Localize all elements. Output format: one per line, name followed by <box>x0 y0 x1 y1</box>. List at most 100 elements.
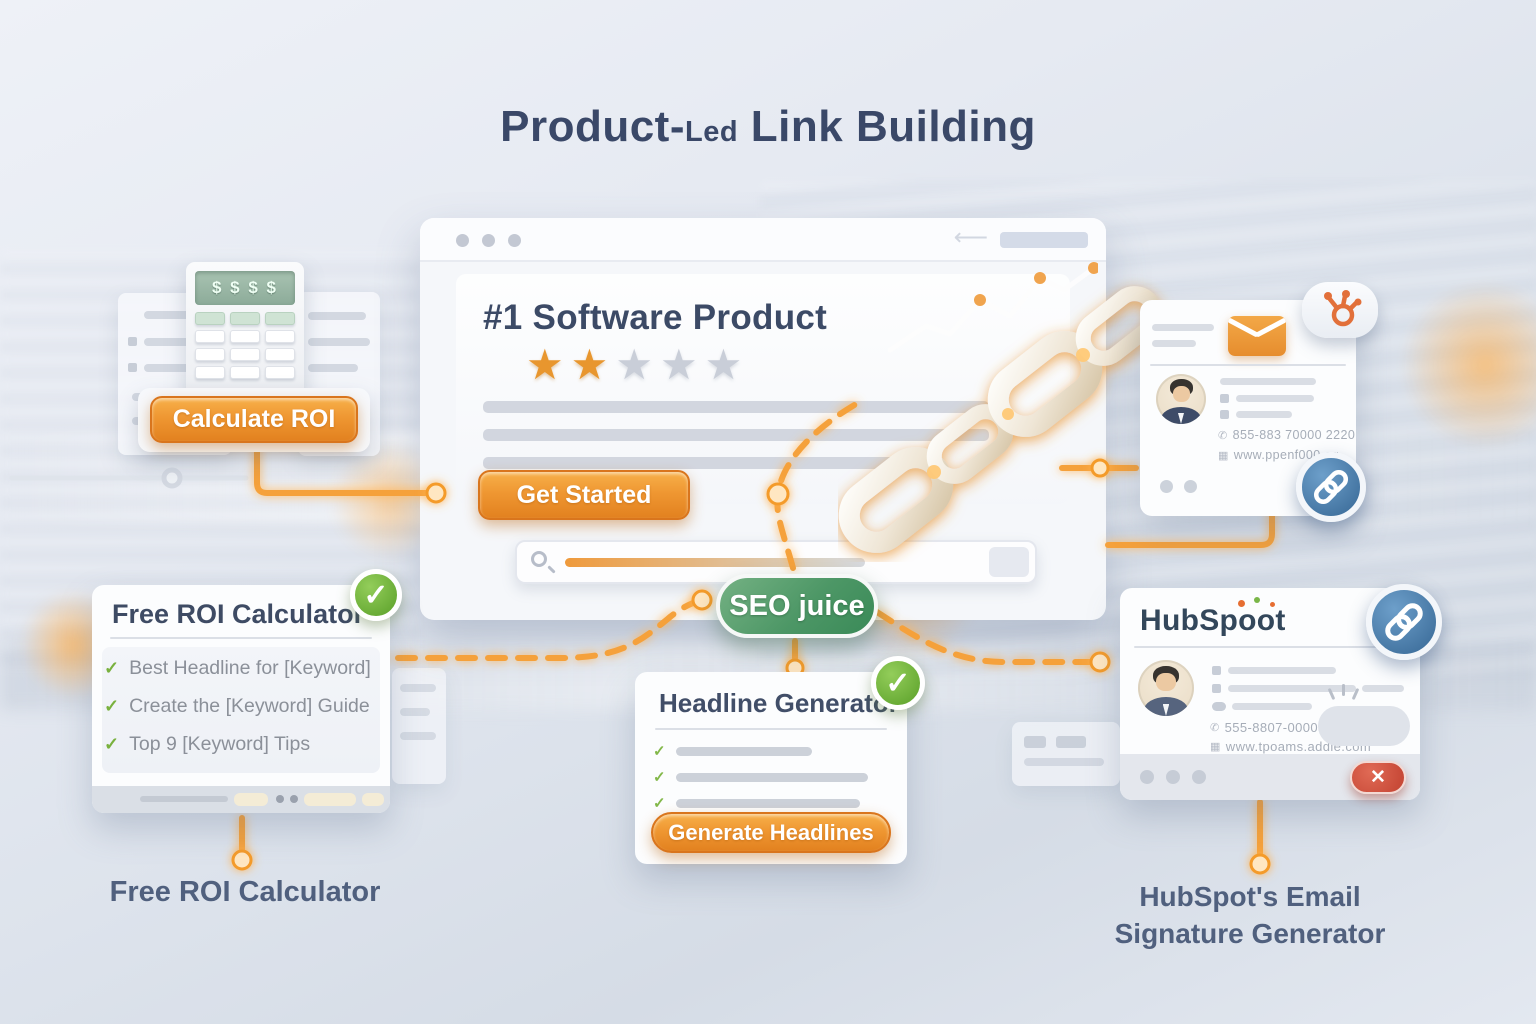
search-query-placeholder <box>565 558 865 567</box>
checklist-item: ✓ Create the [Keyword] Guide <box>104 695 370 718</box>
text-line-placeholder <box>1236 395 1314 402</box>
checklist-item-label: Best Headline for [Keyword] <box>129 657 371 679</box>
link-icon-badge[interactable] <box>1366 584 1442 660</box>
checklist-item: ✓ <box>653 768 868 786</box>
calculator-key[interactable] <box>195 312 225 325</box>
ghost-document <box>392 668 446 784</box>
checklist-item: ✓ <box>653 794 860 812</box>
calculator-key[interactable] <box>195 330 225 343</box>
check-badge-icon: ✓ <box>350 569 402 621</box>
text-line-placeholder <box>1152 340 1196 347</box>
hubspot-sprocket-badge[interactable] <box>1302 282 1378 338</box>
title-part: Led <box>684 116 739 148</box>
dot-icon <box>1184 480 1197 493</box>
calculator-key[interactable] <box>265 348 295 361</box>
star-rating: ★★★★★ <box>526 340 749 389</box>
footer-pill <box>304 793 356 806</box>
divider <box>1150 364 1346 366</box>
star-icon: ★ <box>526 341 571 388</box>
text-line-placeholder <box>1232 703 1312 710</box>
address-field[interactable] <box>1000 232 1088 248</box>
check-icon: ✓ <box>653 743 666 760</box>
hubspot-logo: HubSpoot <box>1140 604 1286 637</box>
text-line-placeholder <box>1236 411 1292 418</box>
calculator-keypad <box>195 312 295 379</box>
phone-row: ✆ 855-883 70000 2220 <box>1218 428 1355 442</box>
page-title: Product-Led Link Building <box>0 102 1536 152</box>
link-icon <box>1385 603 1423 641</box>
get-started-button[interactable]: Get Started <box>478 470 690 520</box>
avatar <box>1156 374 1206 424</box>
footer-bar <box>140 796 228 802</box>
text-line-placeholder <box>675 746 812 756</box>
check-icon: ✓ <box>104 696 120 716</box>
calculator-key[interactable] <box>230 366 260 379</box>
text-line-placeholder <box>1220 378 1316 385</box>
divider <box>1134 646 1406 648</box>
checklist-item-label: Top 9 [Keyword] Tips <box>129 733 311 755</box>
window-dot-icon <box>508 234 521 247</box>
search-icon <box>531 551 547 567</box>
title-part: Link Building <box>738 102 1036 151</box>
text-line-placeholder <box>675 798 860 808</box>
close-button[interactable]: ✕ <box>1350 761 1406 794</box>
card-title: Headline Generator <box>659 688 899 718</box>
footer-pill <box>234 793 268 806</box>
calculator-key[interactable] <box>230 348 260 361</box>
calculator-key[interactable] <box>195 348 225 361</box>
avatar <box>1138 660 1194 716</box>
star-icon: ★ <box>615 341 660 388</box>
link-icon-badge[interactable] <box>1296 452 1366 522</box>
star-icon: ★ <box>704 341 750 388</box>
card-footer <box>92 786 390 813</box>
bullet-placeholder <box>1220 394 1229 403</box>
divider <box>655 728 887 730</box>
dot-icon <box>1140 770 1154 784</box>
star-icon: ★ <box>659 341 705 388</box>
title-part: Product- <box>500 102 685 151</box>
text-line-placeholder <box>483 457 903 469</box>
dot-icon <box>276 795 284 803</box>
text-line-placeholder <box>1362 685 1404 692</box>
phone-text: 855-883 70000 2220 <box>1232 428 1356 442</box>
checklist-item: ✓ <box>653 742 812 760</box>
text-line-placeholder <box>1152 324 1214 331</box>
headline-generator-card: Headline Generator ✓ ✓ ✓ Generate Headli… <box>635 656 925 864</box>
link-icon <box>1313 469 1349 505</box>
phone-text: 555-8807-0000 <box>1224 720 1319 735</box>
caption-line: HubSpot's Email <box>1139 881 1361 912</box>
bullet-placeholder <box>1212 684 1221 693</box>
checklist-item: ✓ Best Headline for [Keyword] <box>104 657 371 680</box>
browser-window: ⟵ #1 Software Product ★★★★★ Get Started <box>420 218 1106 620</box>
check-badge-icon: ✓ <box>871 656 925 710</box>
divider <box>110 637 372 639</box>
calculator-key[interactable] <box>265 366 295 379</box>
check-icon: ✓ <box>653 795 666 812</box>
search-submit-button[interactable] <box>989 547 1029 577</box>
calculator-key[interactable] <box>265 312 295 325</box>
calculator-display: $ $ $ $ <box>195 271 295 305</box>
bullet-placeholder <box>1212 666 1221 675</box>
calculate-roi-button[interactable]: Calculate ROI <box>150 396 358 443</box>
envelope-icon <box>1228 316 1286 356</box>
calculator-key[interactable] <box>230 312 260 325</box>
dot-icon <box>1192 770 1206 784</box>
calculator-key[interactable] <box>195 366 225 379</box>
calculator-key[interactable] <box>230 330 260 343</box>
ghost-document <box>1012 722 1120 786</box>
product-heading: #1 Software Product <box>483 298 828 337</box>
back-arrow-icon[interactable]: ⟵ <box>953 224 988 251</box>
text-line-placeholder <box>675 772 868 782</box>
check-icon: ✓ <box>653 769 666 786</box>
growth-chart-decoration <box>888 262 1098 353</box>
calculator-key[interactable] <box>265 330 295 343</box>
phone-icon: ✆ <box>1210 722 1220 734</box>
sprocket-dot-icon <box>1238 600 1245 607</box>
card-title: Free ROI Calculator <box>112 599 365 629</box>
footer-pill <box>362 793 384 806</box>
card-footer: ✕ <box>1120 754 1420 800</box>
caption-hubspot-generator: HubSpot's Email Signature Generator <box>1040 878 1460 952</box>
checklist-item-label: Create the [Keyword] Guide <box>129 695 370 717</box>
generate-headlines-button[interactable]: Generate Headlines <box>651 812 891 853</box>
window-dot-icon <box>456 234 469 247</box>
